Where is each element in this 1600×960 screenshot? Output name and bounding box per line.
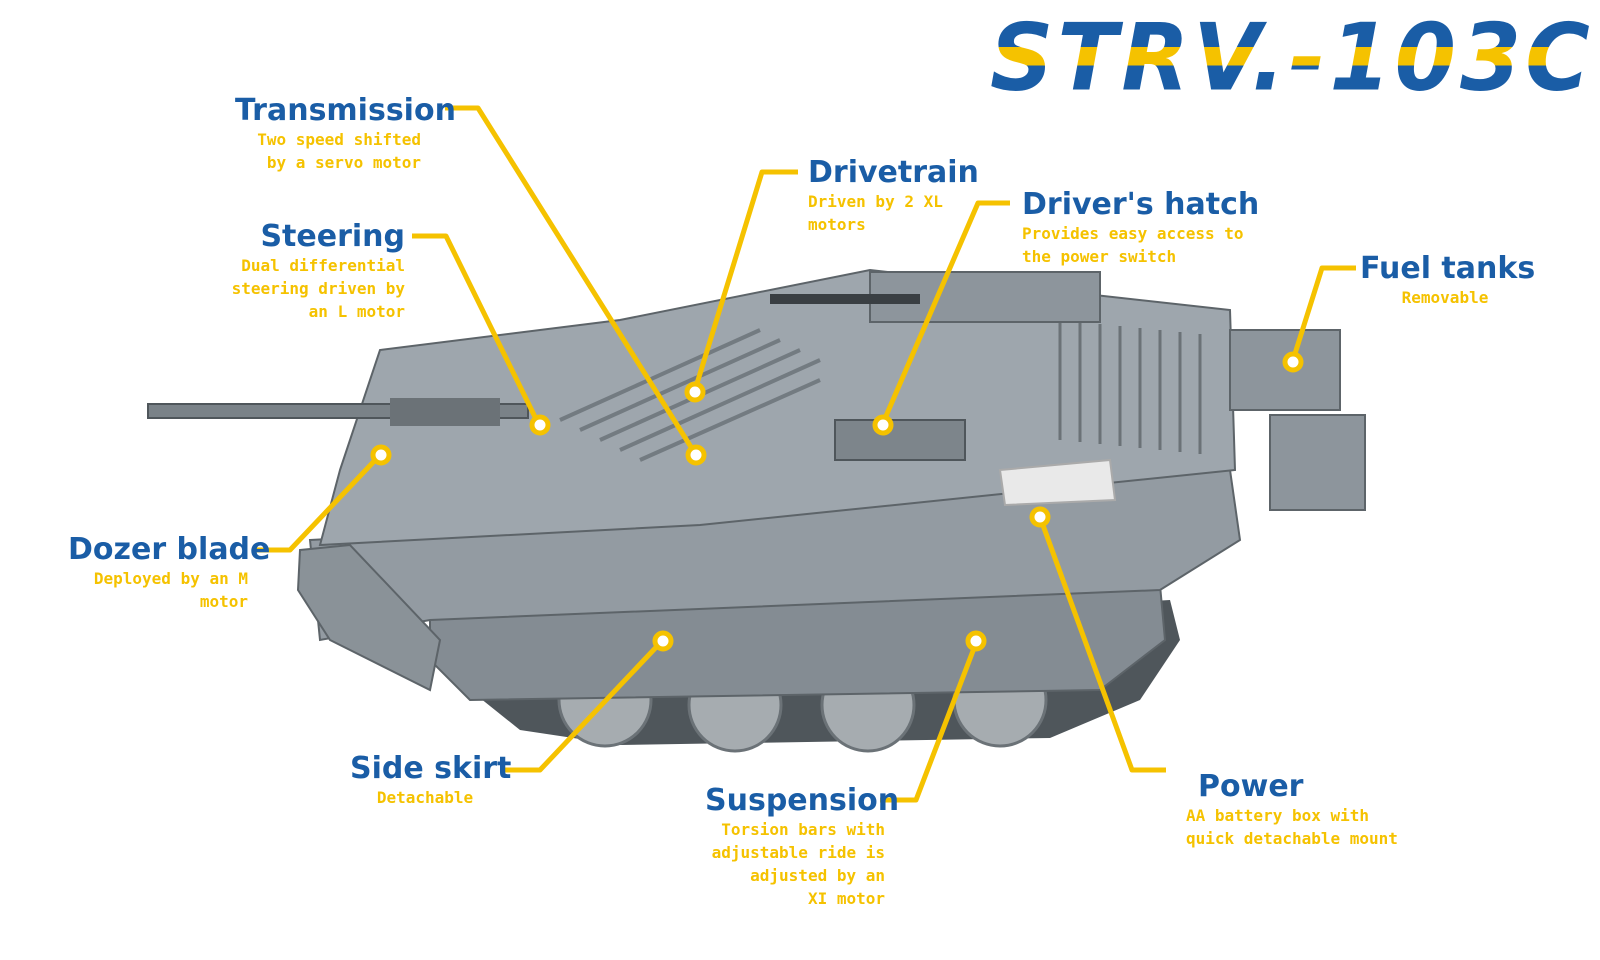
callout-desc-line: Removable <box>1401 288 1489 307</box>
dot-power <box>1029 506 1051 528</box>
callout-desc-line: by a servo motor <box>266 153 421 172</box>
callout-dozer-blade: Dozer blade Deployed by an M motor <box>68 532 271 613</box>
machine-gun <box>770 294 920 304</box>
callout-dots <box>370 351 1304 652</box>
leader-drivetrain <box>692 169 798 391</box>
fuel-tank-upper <box>1229 329 1341 411</box>
leader-suspension <box>880 642 979 803</box>
callout-desc-line: Torsion bars with <box>721 820 885 839</box>
dot-fuel-tanks <box>1282 351 1304 373</box>
callout-drivers-hatch: Driver's hatch Provides easy access to t… <box>1022 188 1262 268</box>
fuel-tank-lower <box>1269 414 1366 511</box>
hatch-plate <box>834 419 966 461</box>
engine-grille <box>1058 320 1202 454</box>
battery-box <box>998 458 1117 507</box>
callout-name: Fuel tanks <box>1360 251 1536 286</box>
callout-name: Transmission <box>235 93 456 128</box>
leader-steering <box>412 233 541 425</box>
callout-desc-line: Dual differential <box>241 256 405 275</box>
callout-transmission: Transmission Two speed shifted by a serv… <box>235 93 456 174</box>
dozer-blade-plate <box>296 543 442 692</box>
callout-name: Side skirt <box>350 751 512 786</box>
gun-mantle <box>390 398 500 426</box>
callout-steering: Steering Dual differential steering driv… <box>225 220 405 323</box>
callout-desc-line: quick detachable mount <box>1186 829 1398 848</box>
callout-desc-line: the power switch <box>1022 247 1177 266</box>
dot-steering <box>529 414 551 436</box>
callout-drivetrain: Drivetrain Driven by 2 XL motors <box>808 155 979 236</box>
dot-drivetrain <box>684 381 706 403</box>
callout-desc-line: XI motor <box>807 889 885 908</box>
callout-name: Driver's hatch <box>1022 187 1260 222</box>
callout-name: Suspension <box>705 783 900 818</box>
callout-desc-line: adjustable ride is <box>711 843 885 862</box>
leader-side-skirt <box>505 639 664 773</box>
leader-fuel-tanks <box>1290 265 1356 361</box>
callout-desc-line: motors <box>808 215 866 234</box>
callout-fuel-tanks: Fuel tanks Removable <box>1360 251 1536 309</box>
callout-side-skirt: Side skirt Detachable <box>350 751 512 809</box>
callout-desc-line: Two speed shifted <box>257 130 421 149</box>
leader-lines <box>252 105 1356 803</box>
callout-desc-line: Detachable <box>376 788 474 807</box>
callout-suspension: Suspension Torsion bars with adjustable … <box>705 783 900 910</box>
callout-desc-line: Deployed by an M <box>93 569 248 588</box>
dot-suspension <box>965 630 987 652</box>
leader-dozer-blade <box>252 453 382 553</box>
dot-drivers-hatch <box>872 414 894 436</box>
callout-name: Power <box>1198 769 1304 804</box>
callout-desc-line: AA battery box with <box>1186 806 1370 825</box>
callout-name: Dozer blade <box>68 532 271 567</box>
callout-desc-line: steering driven by <box>231 279 405 298</box>
callout-desc-line: motor <box>199 592 248 611</box>
callout-power: Power AA battery box with quick detachab… <box>1186 770 1426 850</box>
callout-name: Steering <box>260 219 405 254</box>
leader-drivers-hatch <box>880 200 1010 424</box>
callout-desc-line: Provides easy access to <box>1022 224 1244 243</box>
tank-model <box>147 268 1366 753</box>
leader-power <box>1037 516 1166 773</box>
callout-name: Drivetrain <box>808 155 979 190</box>
dot-dozer-blade <box>370 444 392 466</box>
leader-transmission <box>445 105 699 457</box>
callout-desc-line: Driven by 2 XL <box>808 192 943 211</box>
dot-transmission <box>685 444 707 466</box>
glacis-ribs <box>559 328 821 462</box>
callout-desc-line: an L motor <box>308 302 405 321</box>
callout-desc-line: adjusted by an <box>750 866 885 885</box>
dot-side-skirt <box>652 630 674 652</box>
page-title: STRV.-103C <box>990 3 1594 112</box>
